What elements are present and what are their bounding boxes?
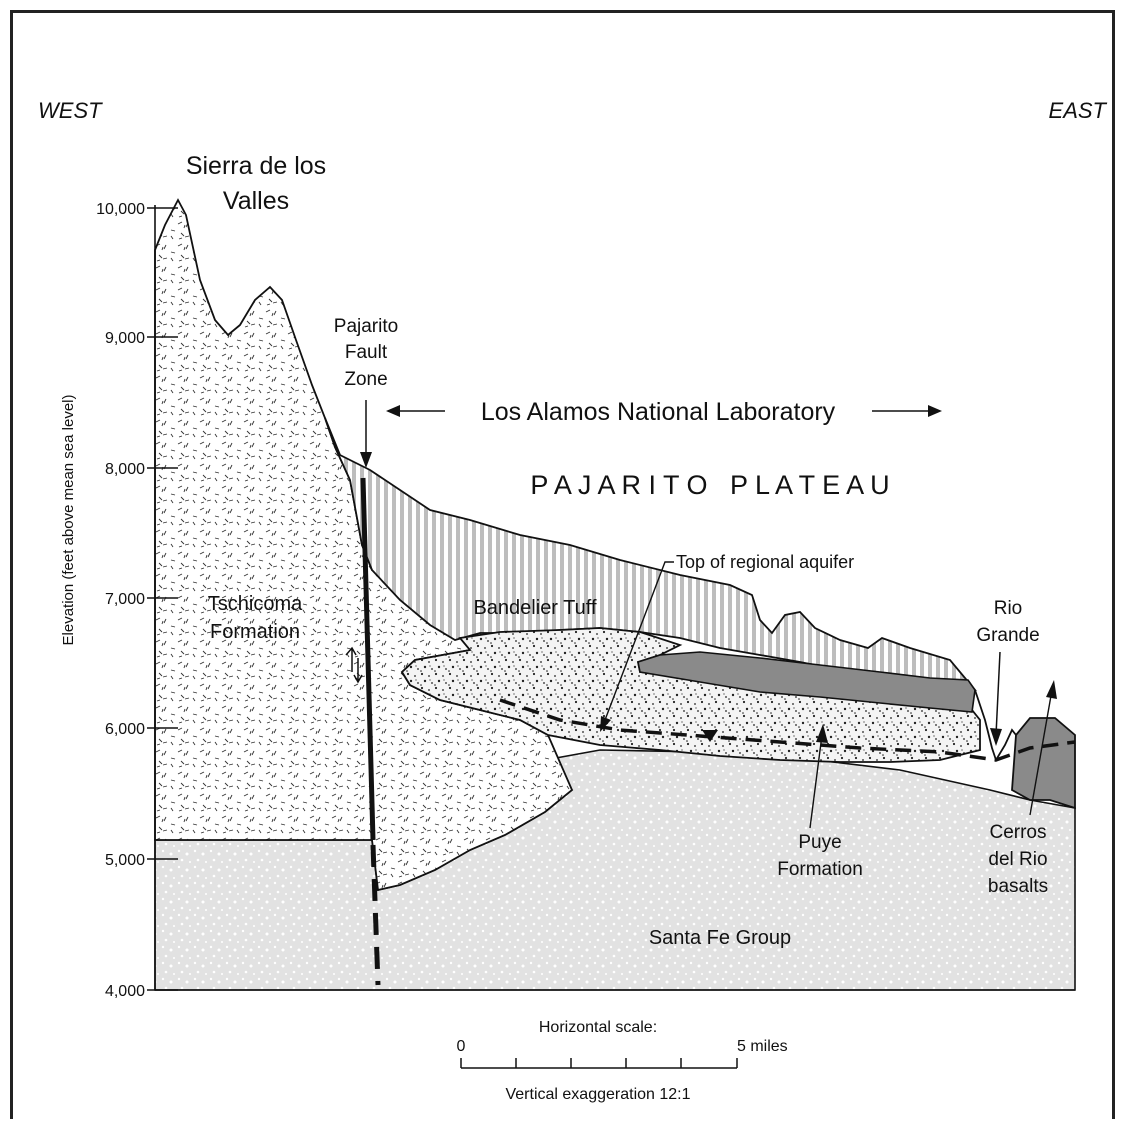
elevation-axis-label: Elevation (feet above mean sea level) — [60, 395, 77, 646]
rio-grande-label-line1: Rio — [994, 598, 1023, 619]
pajarito-fault-line — [360, 477, 376, 841]
scale-title: Horizontal scale: — [539, 1019, 657, 1036]
cerros-del-rio-basalts-unit — [1011, 717, 1076, 810]
scale-end-label: 5 miles — [737, 1038, 788, 1055]
scale-start-label: 0 — [457, 1038, 466, 1055]
bandelier-tuff-unit — [324, 417, 977, 691]
puye-label-arrow — [809, 724, 828, 829]
tick-label-6000: 6,000 — [105, 721, 145, 738]
rio-grande-canyon-outline — [974, 689, 1017, 763]
cerros-label-line1: Cerros — [989, 822, 1046, 843]
tick-label-9000: 9,000 — [105, 330, 145, 347]
east-label: EAST — [1049, 98, 1108, 123]
fault-displacement-arrows — [345, 646, 363, 684]
fault-label-line1: Pajarito — [334, 316, 398, 337]
west-label: WEST — [38, 98, 103, 123]
puye-label-line2: Formation — [777, 859, 863, 880]
tschicoma-label-line1: Tschicoma — [208, 593, 303, 615]
rio-grande-label-line2: Grande — [976, 625, 1039, 646]
rio-grande-label-arrow — [990, 651, 1002, 746]
tick-label-10000: 10,000 — [96, 201, 145, 218]
cerros-label-line3: basalts — [988, 876, 1048, 897]
peak-label-line2: Valles — [223, 187, 289, 215]
puye-label-line1: Puye — [798, 832, 841, 853]
scale-bar — [460, 1058, 738, 1069]
plateau-label: P A J A R I T O P L A T E A U — [530, 470, 889, 500]
fault-label-arrow — [360, 400, 372, 468]
puye-formation-unit — [400, 627, 981, 763]
bandelier-tuff-label: Bandelier Tuff — [473, 597, 596, 619]
aquifer-label: Top of regional aquifer — [676, 552, 854, 572]
basalt-lens-unit — [637, 651, 976, 713]
cerros-label-line2: del Rio — [988, 849, 1047, 870]
tick-label-7000: 7,000 — [105, 591, 145, 608]
peak-label-line1: Sierra de los — [186, 152, 326, 180]
elevation-ticks — [147, 207, 178, 991]
tick-label-8000: 8,000 — [105, 461, 145, 478]
pajarito-fault-inferred-line — [370, 844, 381, 986]
fault-label-line2: Fault — [345, 342, 388, 363]
figure-frame — [10, 10, 1115, 1119]
tschicoma-label-line2: Formation — [210, 621, 300, 643]
tick-label-4000: 4,000 — [105, 983, 145, 1000]
cerros-label-arrow — [1029, 680, 1057, 816]
santa-fe-group-label: Santa Fe Group — [649, 927, 791, 949]
lab-label: Los Alamos National Laboratory — [481, 398, 836, 426]
tick-label-5000: 5,000 — [105, 852, 145, 869]
fault-label-line3: Zone — [344, 369, 387, 390]
vertical-exaggeration-label: Vertical exaggeration 12:1 — [505, 1086, 690, 1103]
aquifer-label-arrow — [600, 561, 674, 732]
lab-extent-arrows — [386, 405, 942, 417]
water-table-symbol — [702, 730, 718, 742]
